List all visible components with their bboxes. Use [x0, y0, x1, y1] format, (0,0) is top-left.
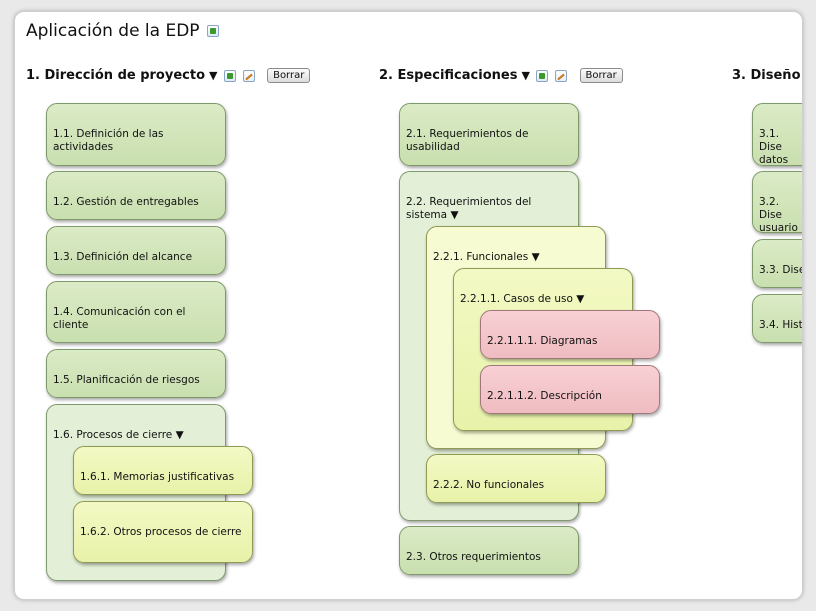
- column-header-3: 3. Diseño: [732, 68, 801, 83]
- node-3-3[interactable]: 3.3. Dise: [752, 239, 803, 288]
- node-1-6-2[interactable]: 1.6.2. Otros procesos de cierre: [73, 501, 253, 563]
- app-window: Aplicación de la EDP 1. Dirección de pro…: [14, 11, 803, 600]
- collapse-toggle-icon[interactable]: ▼: [521, 69, 530, 82]
- node-label: 1.3. Definición del alcance: [53, 251, 193, 263]
- node-1-4[interactable]: 1.4. Comunicación con el cliente: [46, 281, 226, 343]
- node-label: 1.4. Comunicación con el cliente: [53, 306, 186, 331]
- node-label: 2.2.1. Funcionales ▼: [433, 251, 599, 264]
- node-1-5[interactable]: 1.5. Planificación de riesgos: [46, 349, 226, 398]
- node-label: 1.6. Procesos de cierre ▼: [53, 429, 219, 442]
- page-title-text: Aplicación de la EDP: [26, 21, 200, 41]
- node-label-text: 2.2. Requerimientos del sistema: [406, 196, 532, 221]
- add-node-icon[interactable]: [536, 69, 549, 82]
- add-node-icon[interactable]: [206, 25, 219, 37]
- column-title-3[interactable]: 3. Diseño: [732, 68, 801, 83]
- node-label: 3.4. Hist: [759, 319, 803, 331]
- node-label: 1.6.2. Otros procesos de cierre: [80, 526, 242, 538]
- node-label: 2.2.1.1.1. Diagramas: [487, 335, 598, 347]
- node-2-2-1-1-1[interactable]: 2.2.1.1.1. Diagramas: [480, 310, 660, 359]
- collapse-toggle-icon[interactable]: ▼: [175, 429, 184, 441]
- column-title-2[interactable]: 2. Especificaciones: [379, 68, 518, 83]
- add-node-icon[interactable]: [224, 69, 237, 82]
- node-3-4[interactable]: 3.4. Hist: [752, 294, 803, 343]
- edit-icon[interactable]: [554, 69, 567, 82]
- node-label: 2.2.1.1. Casos de uso ▼: [460, 293, 626, 306]
- node-label: 1.2. Gestión de entregables: [53, 196, 199, 208]
- node-label: 2.2.2. No funcionales: [433, 479, 545, 491]
- node-2-2-1-1-2[interactable]: 2.2.1.1.2. Descripción: [480, 365, 660, 414]
- node-3-1[interactable]: 3.1. Dise datos: [752, 103, 802, 166]
- node-label: 2.2.1.1.2. Descripción: [487, 390, 602, 402]
- node-1-3[interactable]: 1.3. Definición del alcance: [46, 226, 226, 275]
- node-label: 1.6.1. Memorias justificativas: [80, 471, 235, 483]
- node-2-3[interactable]: 2.3. Otros requerimientos: [399, 526, 579, 575]
- delete-button[interactable]: Borrar: [579, 68, 623, 83]
- node-2-1[interactable]: 2.1. Requerimientos de usabilidad: [399, 103, 579, 166]
- delete-button[interactable]: Borrar: [267, 68, 311, 83]
- node-label-text: 2.2.1.1. Casos de uso: [460, 293, 573, 305]
- node-3-2[interactable]: 3.2. Dise usuario: [752, 171, 802, 234]
- node-label: 3.3. Dise: [759, 264, 803, 276]
- column-header-1: 1. Dirección de proyecto▼ Borrar: [26, 68, 311, 83]
- node-label: 2.1. Requerimientos de usabilidad: [406, 128, 529, 153]
- node-2-2-2[interactable]: 2.2.2. No funcionales: [426, 454, 606, 503]
- node-1-6-1[interactable]: 1.6.1. Memorias justificativas: [73, 446, 253, 495]
- collapse-toggle-icon[interactable]: ▼: [209, 69, 218, 82]
- edit-icon[interactable]: [242, 69, 255, 82]
- collapse-toggle-icon[interactable]: ▼: [450, 209, 459, 221]
- node-label-text: 2.2.1. Funcionales: [433, 251, 529, 263]
- node-label-text: 1.6. Procesos de cierre: [53, 429, 173, 441]
- node-label: 1.5. Planificación de riesgos: [53, 374, 200, 386]
- collapse-toggle-icon[interactable]: ▼: [576, 293, 585, 305]
- column-title-1[interactable]: 1. Dirección de proyecto: [26, 68, 206, 83]
- node-label: 2.2. Requerimientos del sistema ▼: [406, 196, 572, 222]
- node-1-1[interactable]: 1.1. Definición de las actividades: [46, 103, 226, 166]
- collapse-toggle-icon[interactable]: ▼: [531, 251, 540, 263]
- column-header-2: 2. Especificaciones▼ Borrar: [379, 68, 623, 83]
- node-label: 3.2. Dise usuario: [759, 196, 798, 234]
- node-label: 2.3. Otros requerimientos: [406, 551, 541, 563]
- node-label: 3.1. Dise datos: [759, 128, 789, 166]
- page-title: Aplicación de la EDP: [26, 21, 219, 41]
- node-label: 1.1. Definición de las actividades: [53, 128, 164, 153]
- node-1-2[interactable]: 1.2. Gestión de entregables: [46, 171, 226, 220]
